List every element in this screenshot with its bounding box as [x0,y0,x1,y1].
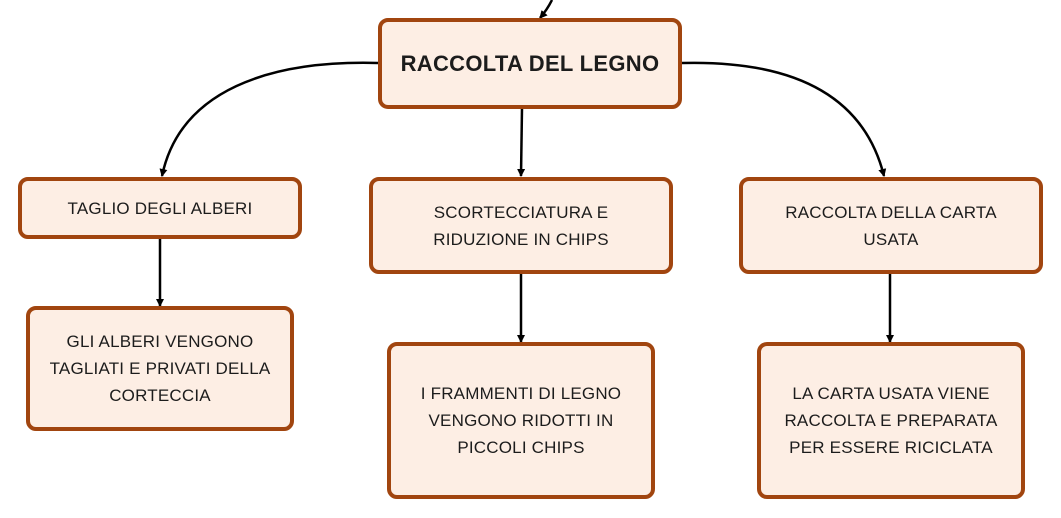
detail-node-label: GLI ALBERI VENGONO TAGLIATI E PRIVATI DE… [49,332,271,405]
root-node-label: RACCOLTA DEL LEGNO [400,51,660,76]
root-node[interactable]: RACCOLTA DEL LEGNO [378,18,682,109]
branch-node-label: TAGLIO DEGLI ALBERI [67,198,253,218]
connector-root-to-branch-2 [517,107,526,177]
detail-node-taglio[interactable]: GLI ALBERI VENGONO TAGLIATI E PRIVATI DE… [26,306,294,431]
detail-node-scortecciatura[interactable]: I FRAMMENTI DI LEGNO VENGONO RIDOTTI IN … [387,342,655,499]
branch-node-carta-usata[interactable]: RACCOLTA DELLA CARTA USATA [739,177,1043,274]
detail-node-label: LA CARTA USATA VIENE RACCOLTA E PREPARAT… [784,384,998,457]
branch-node-scortecciatura[interactable]: SCORTECCIATURA E RIDUZIONE IN CHIPS [369,177,673,274]
branch-node-label: SCORTECCIATURA E RIDUZIONE IN CHIPS [433,202,609,249]
detail-node-label: I FRAMMENTI DI LEGNO VENGONO RIDOTTI IN … [420,384,622,457]
detail-node-carta-usata[interactable]: LA CARTA USATA VIENE RACCOLTA E PREPARAT… [757,342,1025,499]
branch-node-taglio[interactable]: TAGLIO DEGLI ALBERI [18,177,302,239]
connector-root-to-branch-3 [681,61,887,177]
connector-root-to-branch-1 [159,61,379,177]
branch-node-label: RACCOLTA DELLA CARTA USATA [785,202,997,249]
incoming-connector [539,0,554,19]
